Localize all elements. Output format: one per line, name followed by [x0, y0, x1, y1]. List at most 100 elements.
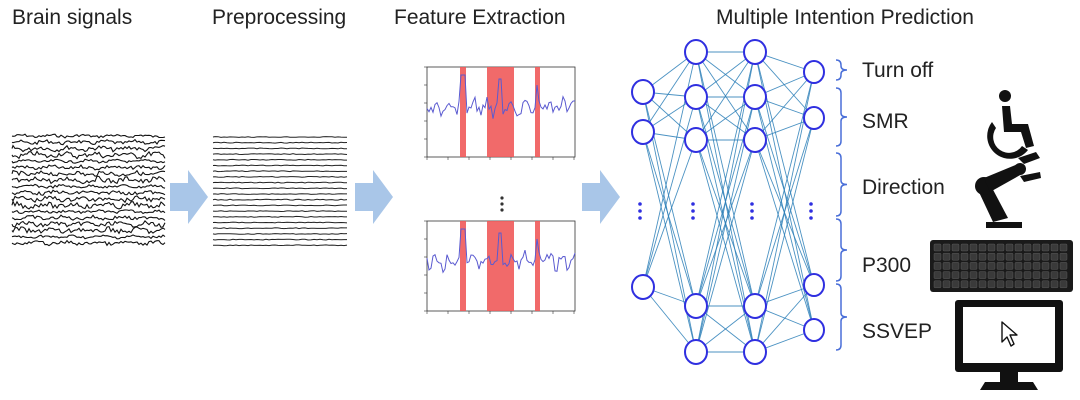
keyboard-key [933, 252, 942, 261]
raw-signal-trace [11, 183, 166, 189]
ellipsis-dot [638, 209, 642, 213]
keyboard-key [1023, 262, 1032, 270]
preprocessed-signal-trace [212, 164, 348, 167]
raw-signal-trace [11, 195, 166, 204]
raw-signal-trace [11, 175, 166, 185]
keyboard-key [951, 252, 960, 261]
network-node [631, 119, 655, 145]
keyboard-key [969, 271, 978, 279]
output-label-p300: P300 [862, 254, 912, 277]
keyboard-key [933, 271, 942, 279]
raw-signal-trace [11, 199, 166, 210]
keyboard-key [1014, 252, 1023, 261]
ellipsis-dot [750, 216, 754, 220]
highlight-band [460, 67, 466, 157]
keyboard-key [960, 271, 969, 279]
keyboard-key [996, 243, 1005, 252]
output-brackets [835, 59, 848, 351]
raw-signal-trace [11, 169, 166, 178]
keyboard-key [1050, 252, 1059, 261]
robot-arm-icon [975, 152, 1041, 228]
network-node [803, 318, 825, 342]
network-edge [754, 71, 815, 141]
network-edge [695, 139, 756, 353]
output-label-turn-off: Turn off [862, 59, 934, 82]
keyboard-key [987, 271, 996, 279]
raw-signal-trace [11, 239, 166, 247]
network-node [684, 39, 708, 65]
feature-spectrum-plot-top [424, 66, 576, 160]
keyboard-key [942, 243, 951, 252]
keyboard-key [1032, 280, 1041, 288]
ellipsis-dot [809, 209, 813, 213]
keyboard-key [1059, 243, 1068, 252]
keyboard-key [978, 271, 987, 279]
keyboard-key [960, 243, 969, 252]
keyboard-key [987, 280, 996, 288]
preprocessed-signal-trace [212, 232, 348, 235]
keyboard-key [1032, 271, 1041, 279]
network-nodes [631, 39, 825, 365]
preprocessed-signal-trace [212, 198, 348, 201]
preprocessed-signal-trace [212, 238, 347, 241]
network-node [743, 39, 767, 65]
raw-signal-trace [11, 150, 166, 160]
keyboard-key [1032, 262, 1041, 270]
ellipsis-dot [691, 202, 695, 206]
stage-title-preprocessing: Preprocessing [212, 6, 347, 29]
network-node [743, 127, 767, 153]
spectrum-line [426, 228, 576, 274]
ellipsis-dot [638, 202, 642, 206]
network-edge [642, 131, 697, 307]
network-node [803, 60, 825, 84]
highlight-band [487, 221, 514, 311]
ellipsis-dot [691, 216, 695, 220]
keyboard-key [951, 280, 960, 288]
network-node [684, 339, 708, 365]
keyboard-key [1023, 271, 1032, 279]
raw-signal-trace [11, 209, 166, 215]
keyboard-key [1032, 252, 1041, 261]
preprocessed-signal-trace [212, 153, 348, 156]
keyboard-key [987, 262, 996, 270]
keyboard-key [1050, 280, 1059, 288]
highlight-band [535, 67, 540, 157]
network-node [743, 293, 767, 319]
keyboard-key [1005, 262, 1014, 270]
keyboard-key [969, 252, 978, 261]
flow-arrow-3 [582, 170, 620, 224]
network-edge [754, 96, 815, 286]
keyboard-key [1005, 252, 1014, 261]
preprocessed-signal-trace [212, 136, 347, 138]
raw-signal-trace [11, 158, 166, 164]
keyboard-key [951, 243, 960, 252]
highlight-band [487, 67, 514, 157]
keyboard-key [1032, 243, 1041, 252]
preprocessed-signal-trace [212, 227, 347, 230]
network-edge [642, 51, 697, 133]
output-bracket [835, 152, 848, 217]
network-node [684, 84, 708, 110]
output-label-ssvep: SSVEP [862, 320, 933, 343]
network-edge [642, 139, 697, 288]
flow-arrow-2 [355, 170, 393, 224]
keyboard-key [1041, 262, 1050, 270]
keyboard-key [942, 280, 951, 288]
keyboard-key [933, 280, 942, 288]
cursor-icon [1001, 321, 1018, 347]
stage-title-feature-extraction: Feature Extraction [394, 6, 566, 29]
network-edge [754, 71, 815, 307]
keyboard-key [1005, 271, 1014, 279]
output-label-smr: SMR [862, 110, 909, 133]
network-edge [642, 131, 697, 353]
keyboard-key [969, 243, 978, 252]
network-edge [642, 286, 697, 353]
keyboard-key [996, 271, 1005, 279]
output-label-direction: Direction [862, 176, 945, 199]
keyboard-key [978, 262, 987, 270]
keyboard-key [960, 262, 969, 270]
keyboard-key [978, 280, 987, 288]
raw-eeg-signals [11, 133, 166, 247]
keyboard-key [978, 243, 987, 252]
keyboard-key [1050, 262, 1059, 270]
